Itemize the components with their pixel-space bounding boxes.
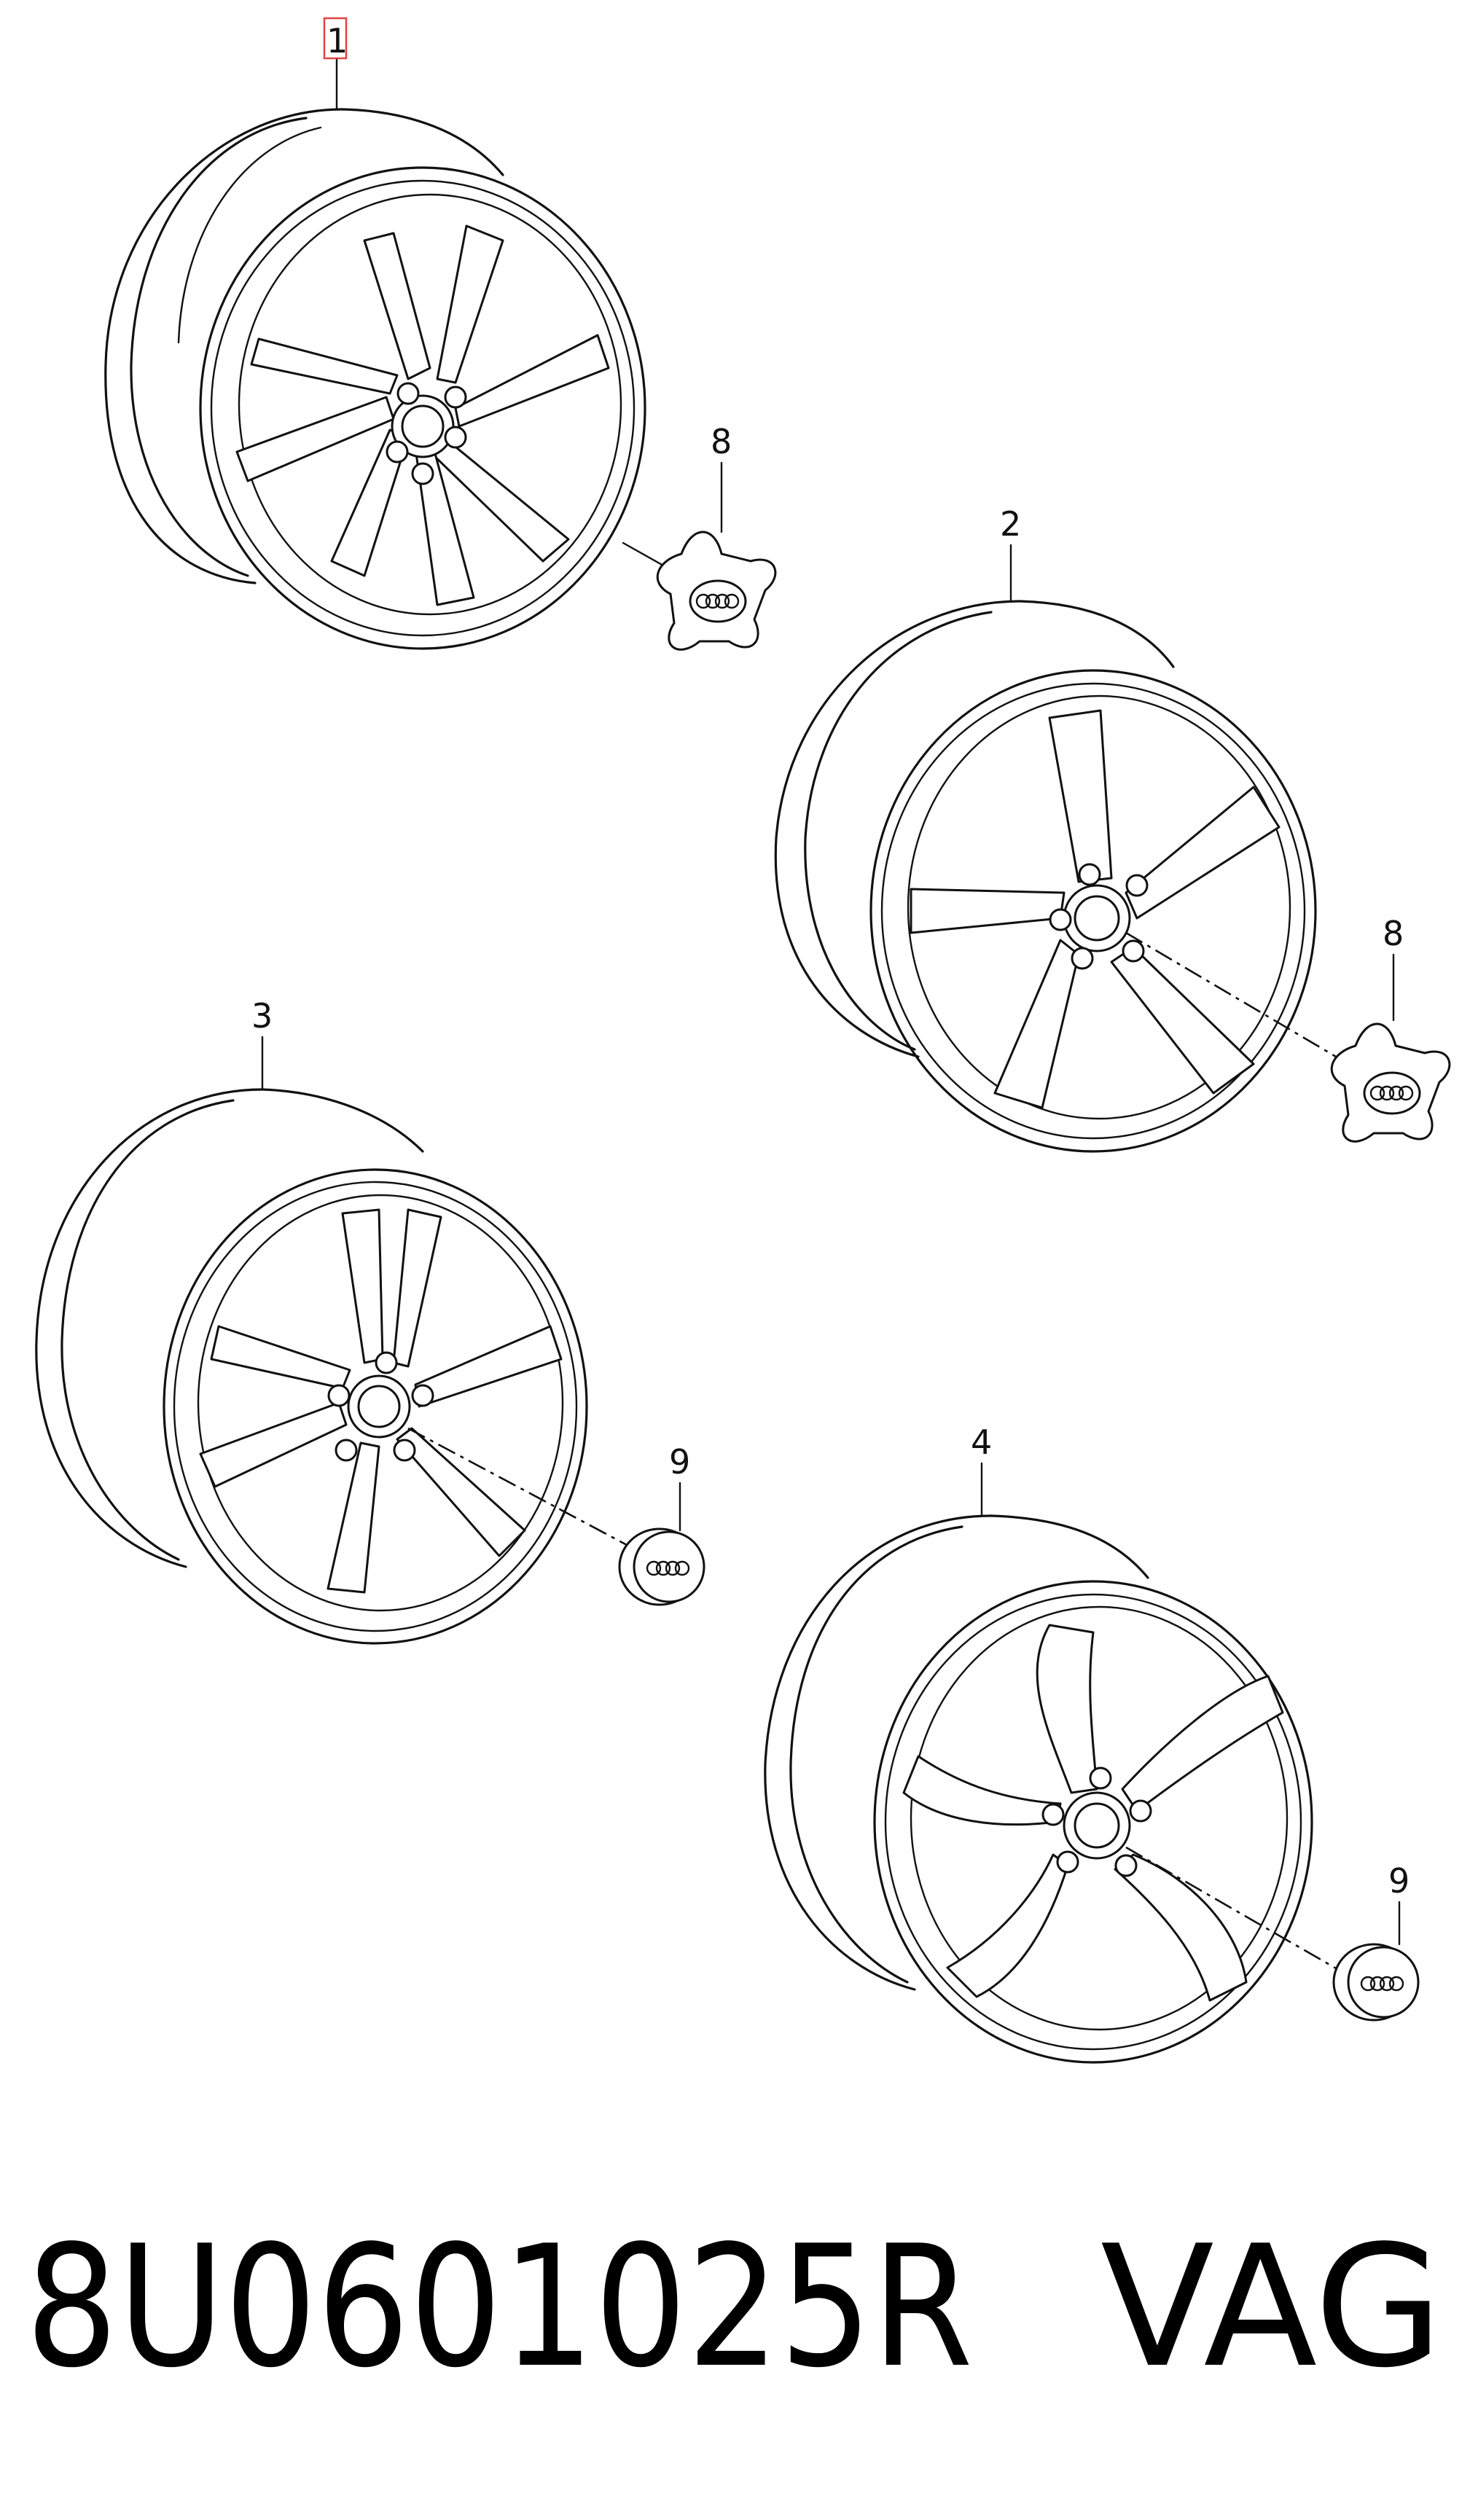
wheel-2-spokes [910,709,1281,1109]
callout-9-right-label: 9 [1388,1861,1410,1901]
wheel-4[interactable] [764,1514,1313,2064]
callout-8-top-label: 8 [711,422,732,461]
four-rings-logo [1369,1085,1414,1101]
center-cap-9-right[interactable]: 9 [1125,1846,1420,2022]
cap-8-mid-axis [1125,931,1349,1065]
cap-9-right-axis [1125,1846,1342,1973]
brand-text: VAG [1100,2210,1443,2405]
callout-4[interactable]: 4 [971,1423,992,1517]
center-cap-9-left[interactable]: 9 [407,1427,705,1606]
wheel-1-spokes [235,224,610,606]
cap-9-left-axis [407,1427,628,1546]
center-cap-8-mid[interactable]: 8 [1125,914,1451,1143]
wheel-1[interactable] [104,108,646,650]
callout-2-label: 2 [1000,504,1021,544]
part-number-text: 8U0601025R [26,2210,973,2405]
wheel-3[interactable] [35,1088,588,1645]
callout-4-label: 4 [971,1423,992,1462]
four-rings-logo [1360,1976,1404,1992]
four-rings-logo [646,1560,690,1576]
center-cap-8-top[interactable]: 8 [622,422,777,651]
callout-2[interactable]: 2 [1000,504,1021,603]
callout-9-left-label: 9 [669,1442,690,1482]
callout-3[interactable]: 3 [251,996,273,1091]
wheel-2[interactable] [774,600,1317,1153]
callout-1-highlight [323,17,348,60]
four-rings-logo [695,593,740,609]
callout-3-label: 3 [251,996,273,1036]
callout-1-label: 1 [327,21,348,60]
wheel-4-spokes [902,1624,1284,2002]
wheel-3-spokes [199,1208,563,1594]
callout-1[interactable]: 1 [323,17,348,111]
callout-8-mid-label: 8 [1383,914,1404,953]
